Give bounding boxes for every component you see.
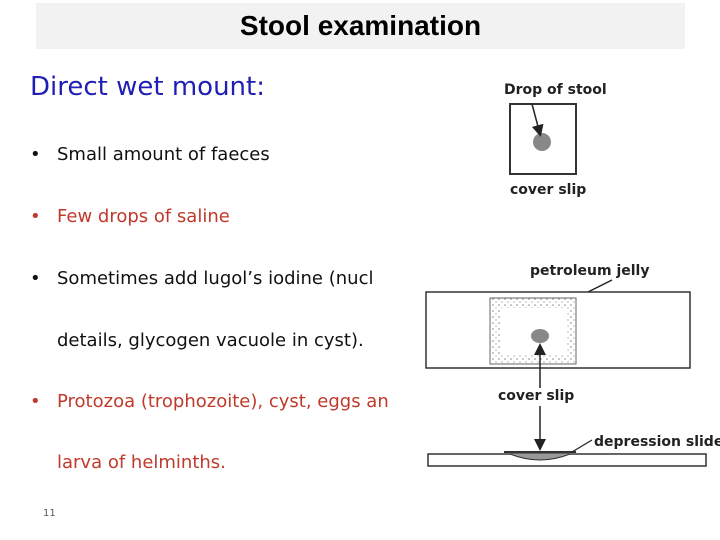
label-drop-of-stool: Drop of stool — [504, 82, 607, 98]
label-petroleum-jelly: petroleum jelly — [530, 263, 649, 279]
bullet-marker: • — [30, 391, 41, 412]
page-number: 11 — [43, 508, 56, 519]
label-cover-slip-mid: cover slip — [498, 388, 574, 404]
bullet-marker: • — [30, 144, 41, 165]
wet-mount-svg: Drop of stool cover slip petroleum jelly… — [425, 82, 720, 467]
depression-well-shape — [509, 453, 571, 461]
wet-mount-diagram: Drop of stool cover slip petroleum jelly… — [420, 70, 720, 480]
bullet-continuation-text: details, glycogen vacuole in cyst). — [57, 330, 364, 351]
label-depression-slide: depression slide — [594, 434, 720, 450]
bullet-continuation-text: larva of helminths. — [57, 452, 226, 473]
title-bar: Stool examination — [36, 3, 685, 49]
slide-subtitle: Direct wet mount: — [30, 72, 265, 102]
cover-slip-area — [500, 308, 566, 354]
bullet-text: Few drops of saline — [57, 206, 230, 227]
bullet-text: Small amount of faeces — [57, 144, 270, 165]
arrow-depression — [571, 439, 593, 453]
depression-slide-shape — [427, 453, 707, 467]
bullet-marker: • — [30, 268, 41, 289]
bullet-text: Protozoa (trophozoite), cyst, eggs an — [57, 391, 389, 412]
sample-drop-shape — [531, 329, 549, 343]
bullet-text: Sometimes add lugol’s iodine (nucl — [57, 268, 374, 289]
bullet-marker: • — [30, 206, 41, 227]
arrow-drop — [531, 103, 544, 137]
slide-title: Stool examination — [239, 10, 482, 41]
label-cover-slip-top: cover slip — [510, 182, 586, 198]
stool-drop-shape — [533, 133, 551, 151]
